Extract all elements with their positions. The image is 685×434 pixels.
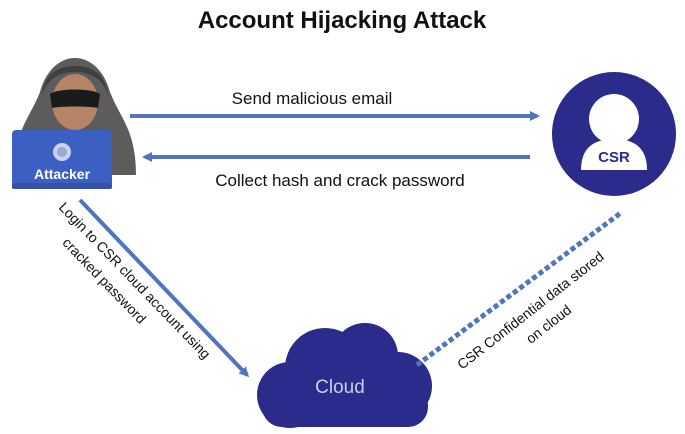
login-cloud-edge: Login to CSR cloud account using cracked… xyxy=(56,198,250,378)
diagram-title: Account Hijacking Attack xyxy=(198,7,487,34)
collect-hash-edge: Collect hash and crack password xyxy=(142,152,530,190)
laptop-icon xyxy=(12,130,112,189)
login-cloud-label-line1: Login to CSR cloud account using xyxy=(56,199,214,362)
attacker-node: Attacker xyxy=(12,58,136,189)
confidential-dotted-link xyxy=(415,209,624,368)
send-email-edge: Send malicious email xyxy=(130,89,540,121)
confidential-edge: CSR Confidential data stored on cloud xyxy=(415,209,624,372)
csr-node: CSR xyxy=(552,72,676,196)
csr-label: CSR xyxy=(598,149,630,166)
login-cloud-arrow xyxy=(78,198,250,378)
attacker-label: Attacker xyxy=(34,166,91,182)
user-icon xyxy=(581,94,647,170)
collect-hash-label: Collect hash and crack password xyxy=(215,171,464,190)
cloud-node: Cloud xyxy=(257,323,432,428)
confidential-label-line1: CSR Confidential data stored xyxy=(454,248,607,372)
send-email-label: Send malicious email xyxy=(232,89,393,108)
cloud-label: Cloud xyxy=(315,377,365,398)
cloud-icon xyxy=(257,323,432,428)
